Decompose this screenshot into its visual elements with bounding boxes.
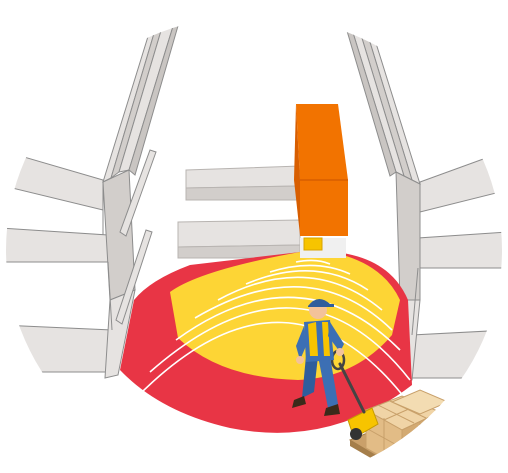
forklift-icon xyxy=(294,104,348,258)
